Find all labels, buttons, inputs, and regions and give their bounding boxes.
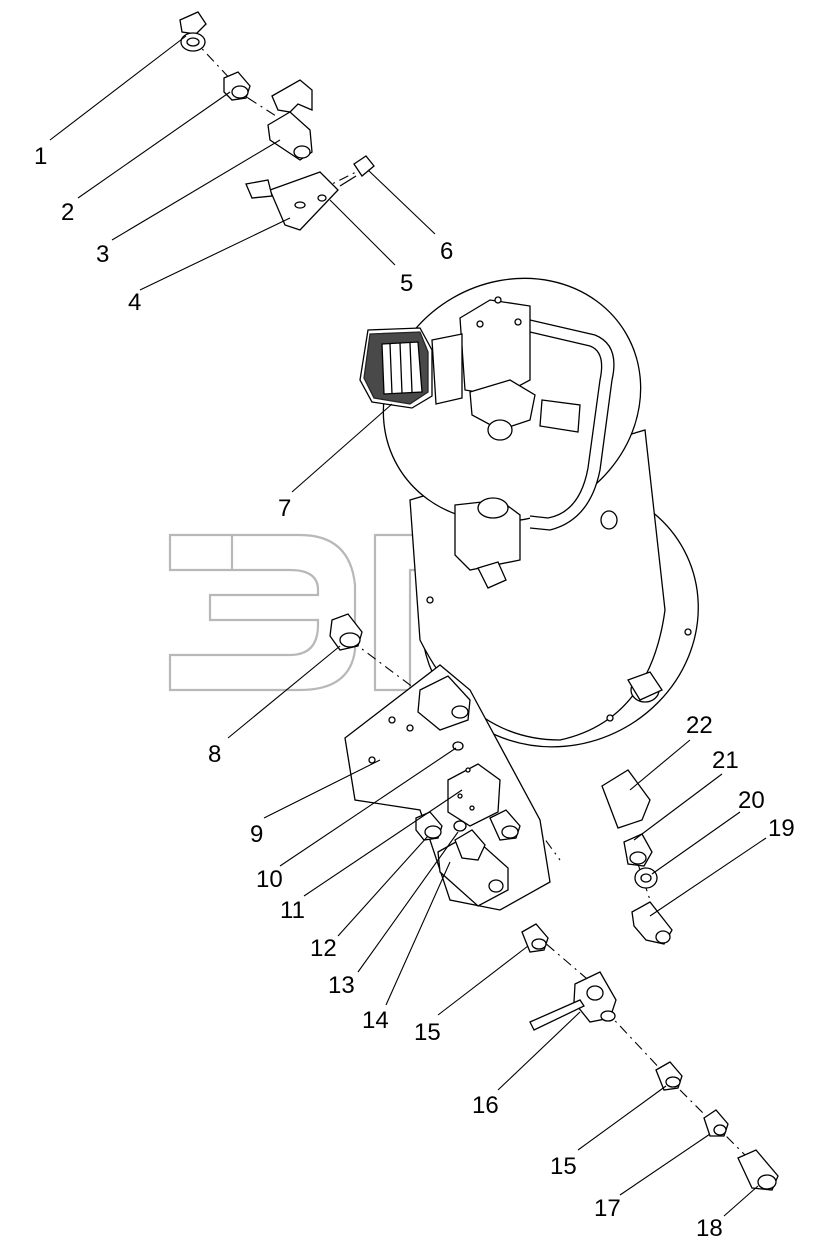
pump-block — [431, 296, 536, 441]
part-20-nut — [634, 867, 658, 889]
callout-9: 9 — [250, 821, 263, 848]
callout-10: 10 — [256, 866, 283, 893]
callout-8: 8 — [208, 741, 221, 768]
part-21-adapter — [623, 833, 653, 867]
callout-18: 18 — [696, 1215, 723, 1242]
callout-14: 14 — [362, 1007, 389, 1034]
part-12-nipple — [415, 811, 443, 841]
motor — [359, 327, 433, 409]
callout-labels: 1 2 3 4 5 6 7 8 9 10 11 12 13 14 15 16 1… — [34, 143, 795, 1242]
callout-11: 11 — [280, 897, 305, 924]
callout-6: 6 — [440, 238, 453, 265]
bracket-side-fitting — [489, 809, 521, 841]
part-11-block — [447, 763, 501, 827]
callout-1: 1 — [34, 143, 47, 170]
callout-5: 5 — [400, 270, 413, 297]
part-22-cap — [601, 769, 651, 829]
part-17-coupling — [703, 1109, 729, 1137]
callout-3: 3 — [96, 241, 109, 268]
callout-22: 22 — [686, 712, 713, 739]
part-16-ball-valve — [529, 971, 617, 1031]
leader-lines — [49, 35, 767, 1217]
callout-13: 13 — [328, 972, 355, 999]
callout-15-lower: 15 — [550, 1153, 577, 1180]
part-14-filter-block — [437, 829, 509, 907]
callout-19: 19 — [768, 815, 795, 842]
part-6-bolt — [339, 155, 375, 187]
part-1-elbow-fitting — [179, 11, 207, 52]
callout-21: 21 — [712, 747, 739, 774]
part-4-bracket — [245, 171, 339, 231]
callout-7: 7 — [278, 495, 291, 522]
callout-2: 2 — [61, 199, 74, 226]
callout-12: 12 — [310, 935, 337, 962]
callout-4: 4 — [128, 289, 141, 316]
part-8-fitting — [329, 613, 363, 651]
part-2-nipple — [223, 71, 251, 101]
part-15-nipple-lower — [655, 1061, 683, 1091]
part-19-tee-fitting — [631, 901, 673, 945]
part-18-quick-coupling — [737, 1149, 779, 1191]
part-13-fitting — [453, 820, 467, 832]
callout-16: 16 — [472, 1092, 499, 1119]
callout-15-upper: 15 — [414, 1019, 441, 1046]
part-3-valve — [267, 79, 313, 161]
part-7-tank-assembly — [359, 277, 699, 748]
callout-17: 17 — [594, 1195, 621, 1222]
callout-20: 20 — [738, 787, 765, 814]
part-15-nipple-upper — [521, 923, 549, 953]
